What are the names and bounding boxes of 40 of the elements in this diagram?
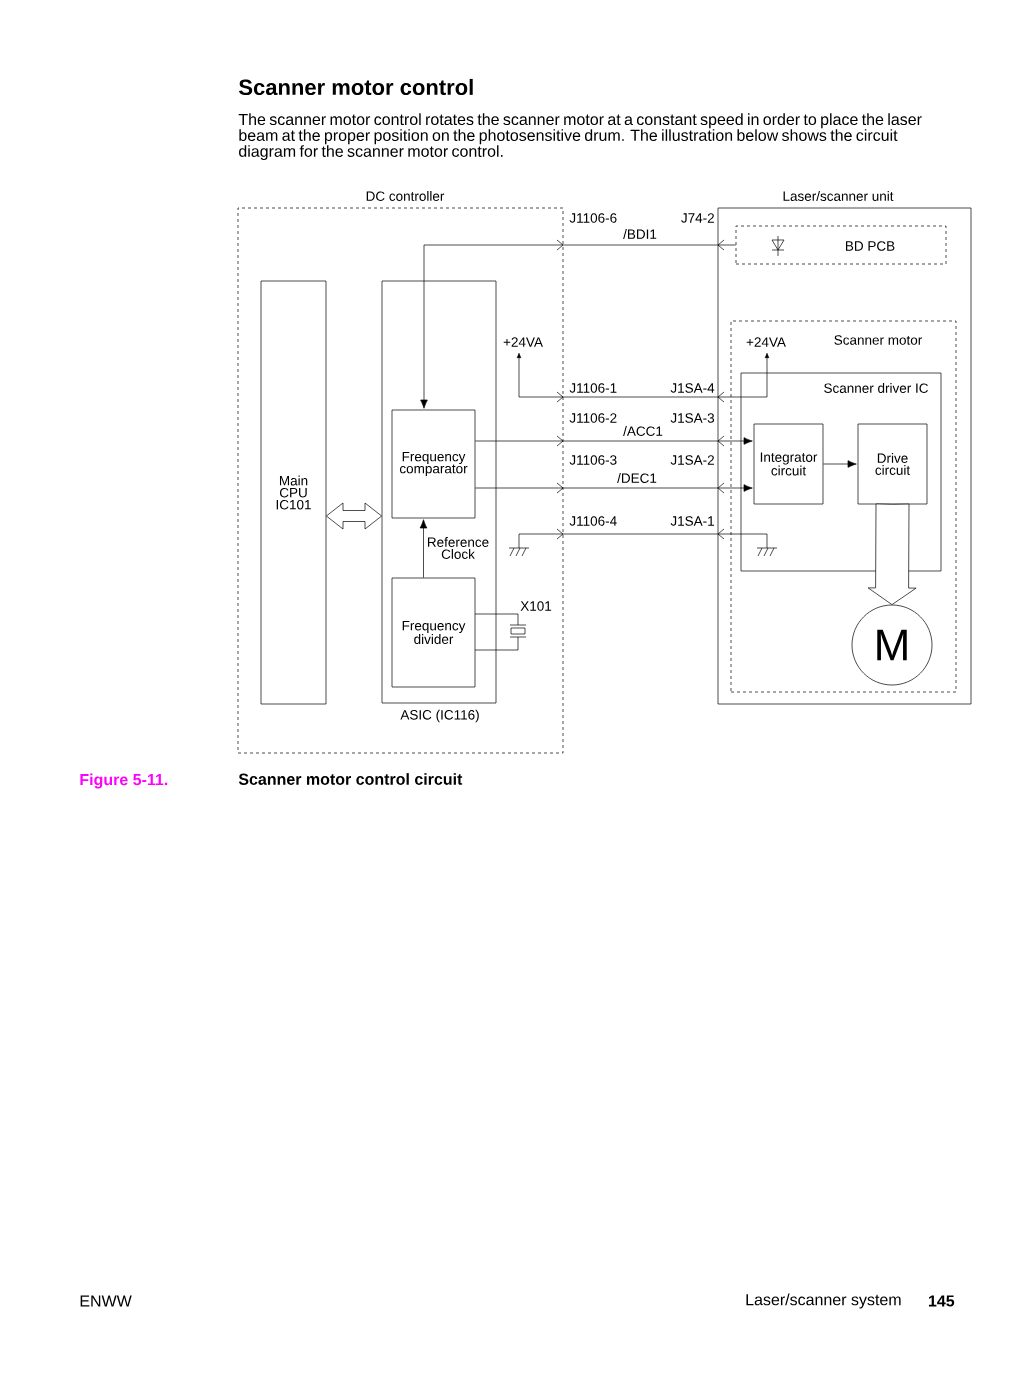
- signal-line: [475, 437, 753, 445]
- node-label: ASIC (IC116): [400, 709, 479, 723]
- pin-label: J1106-4: [569, 516, 617, 526]
- pin-label: J1106-6: [569, 213, 617, 223]
- voltage-label: +24VA: [503, 337, 543, 347]
- pin-label: J1106-3: [569, 455, 617, 465]
- edge-label: /ACC1: [622, 425, 664, 437]
- pcb-box: BD PCB: [735, 225, 947, 265]
- signal-line: [420, 244, 736, 409]
- pin-label: J74-2: [681, 213, 714, 223]
- body-text: The scanner motor control rotates the scanner motor at a constant speed in order to place the laser beam at the proper position on the photosensitive drum. The illustration below shows the circuit diagram for the scanner motor control.: [238, 113, 922, 161]
- pin-label: J1106-2: [569, 413, 617, 423]
- footer-text: Laser/scanner system: [746, 1293, 901, 1309]
- bus-arrow: [326, 502, 382, 530]
- pin-label: J1SA-1: [670, 516, 714, 526]
- footer-text: ENWW: [80, 1295, 132, 1307]
- drive-arrow: [867, 503, 917, 605]
- node-label: Laser/scanner unit: [783, 191, 894, 201]
- component-label: X101: [520, 601, 552, 611]
- page-title: Scanner motor control: [239, 78, 473, 96]
- signal-line: [475, 484, 753, 492]
- page-number: 145: [928, 1295, 955, 1307]
- comparator-block: Frequency comparator: [391, 409, 476, 519]
- edge-label: /DEC1: [616, 472, 658, 484]
- integrator-block: Integrator circuit: [753, 423, 824, 505]
- divider-block: Frequency divider: [391, 577, 476, 688]
- cpu-block: Main CPU IC101: [260, 280, 327, 705]
- edge-label: Reference Clock: [424, 536, 492, 560]
- pin-label: J1106-1: [569, 383, 617, 393]
- voltage-label: +24VA: [746, 337, 786, 347]
- node-label: DC controller: [366, 191, 445, 201]
- pin-label: J1SA-4: [670, 383, 715, 393]
- drive-block: Drive circuit: [857, 423, 928, 505]
- figure-caption: Scanner motor control circuit: [238, 773, 463, 785]
- clock-line: [419, 519, 428, 578]
- edge-label: /BDI1: [622, 228, 658, 240]
- arrow: [823, 460, 857, 468]
- pin-label: J1SA-2: [670, 455, 714, 465]
- pin-label: J1SA-3: [670, 413, 715, 423]
- figure-number: Figure 5-11.: [80, 773, 168, 789]
